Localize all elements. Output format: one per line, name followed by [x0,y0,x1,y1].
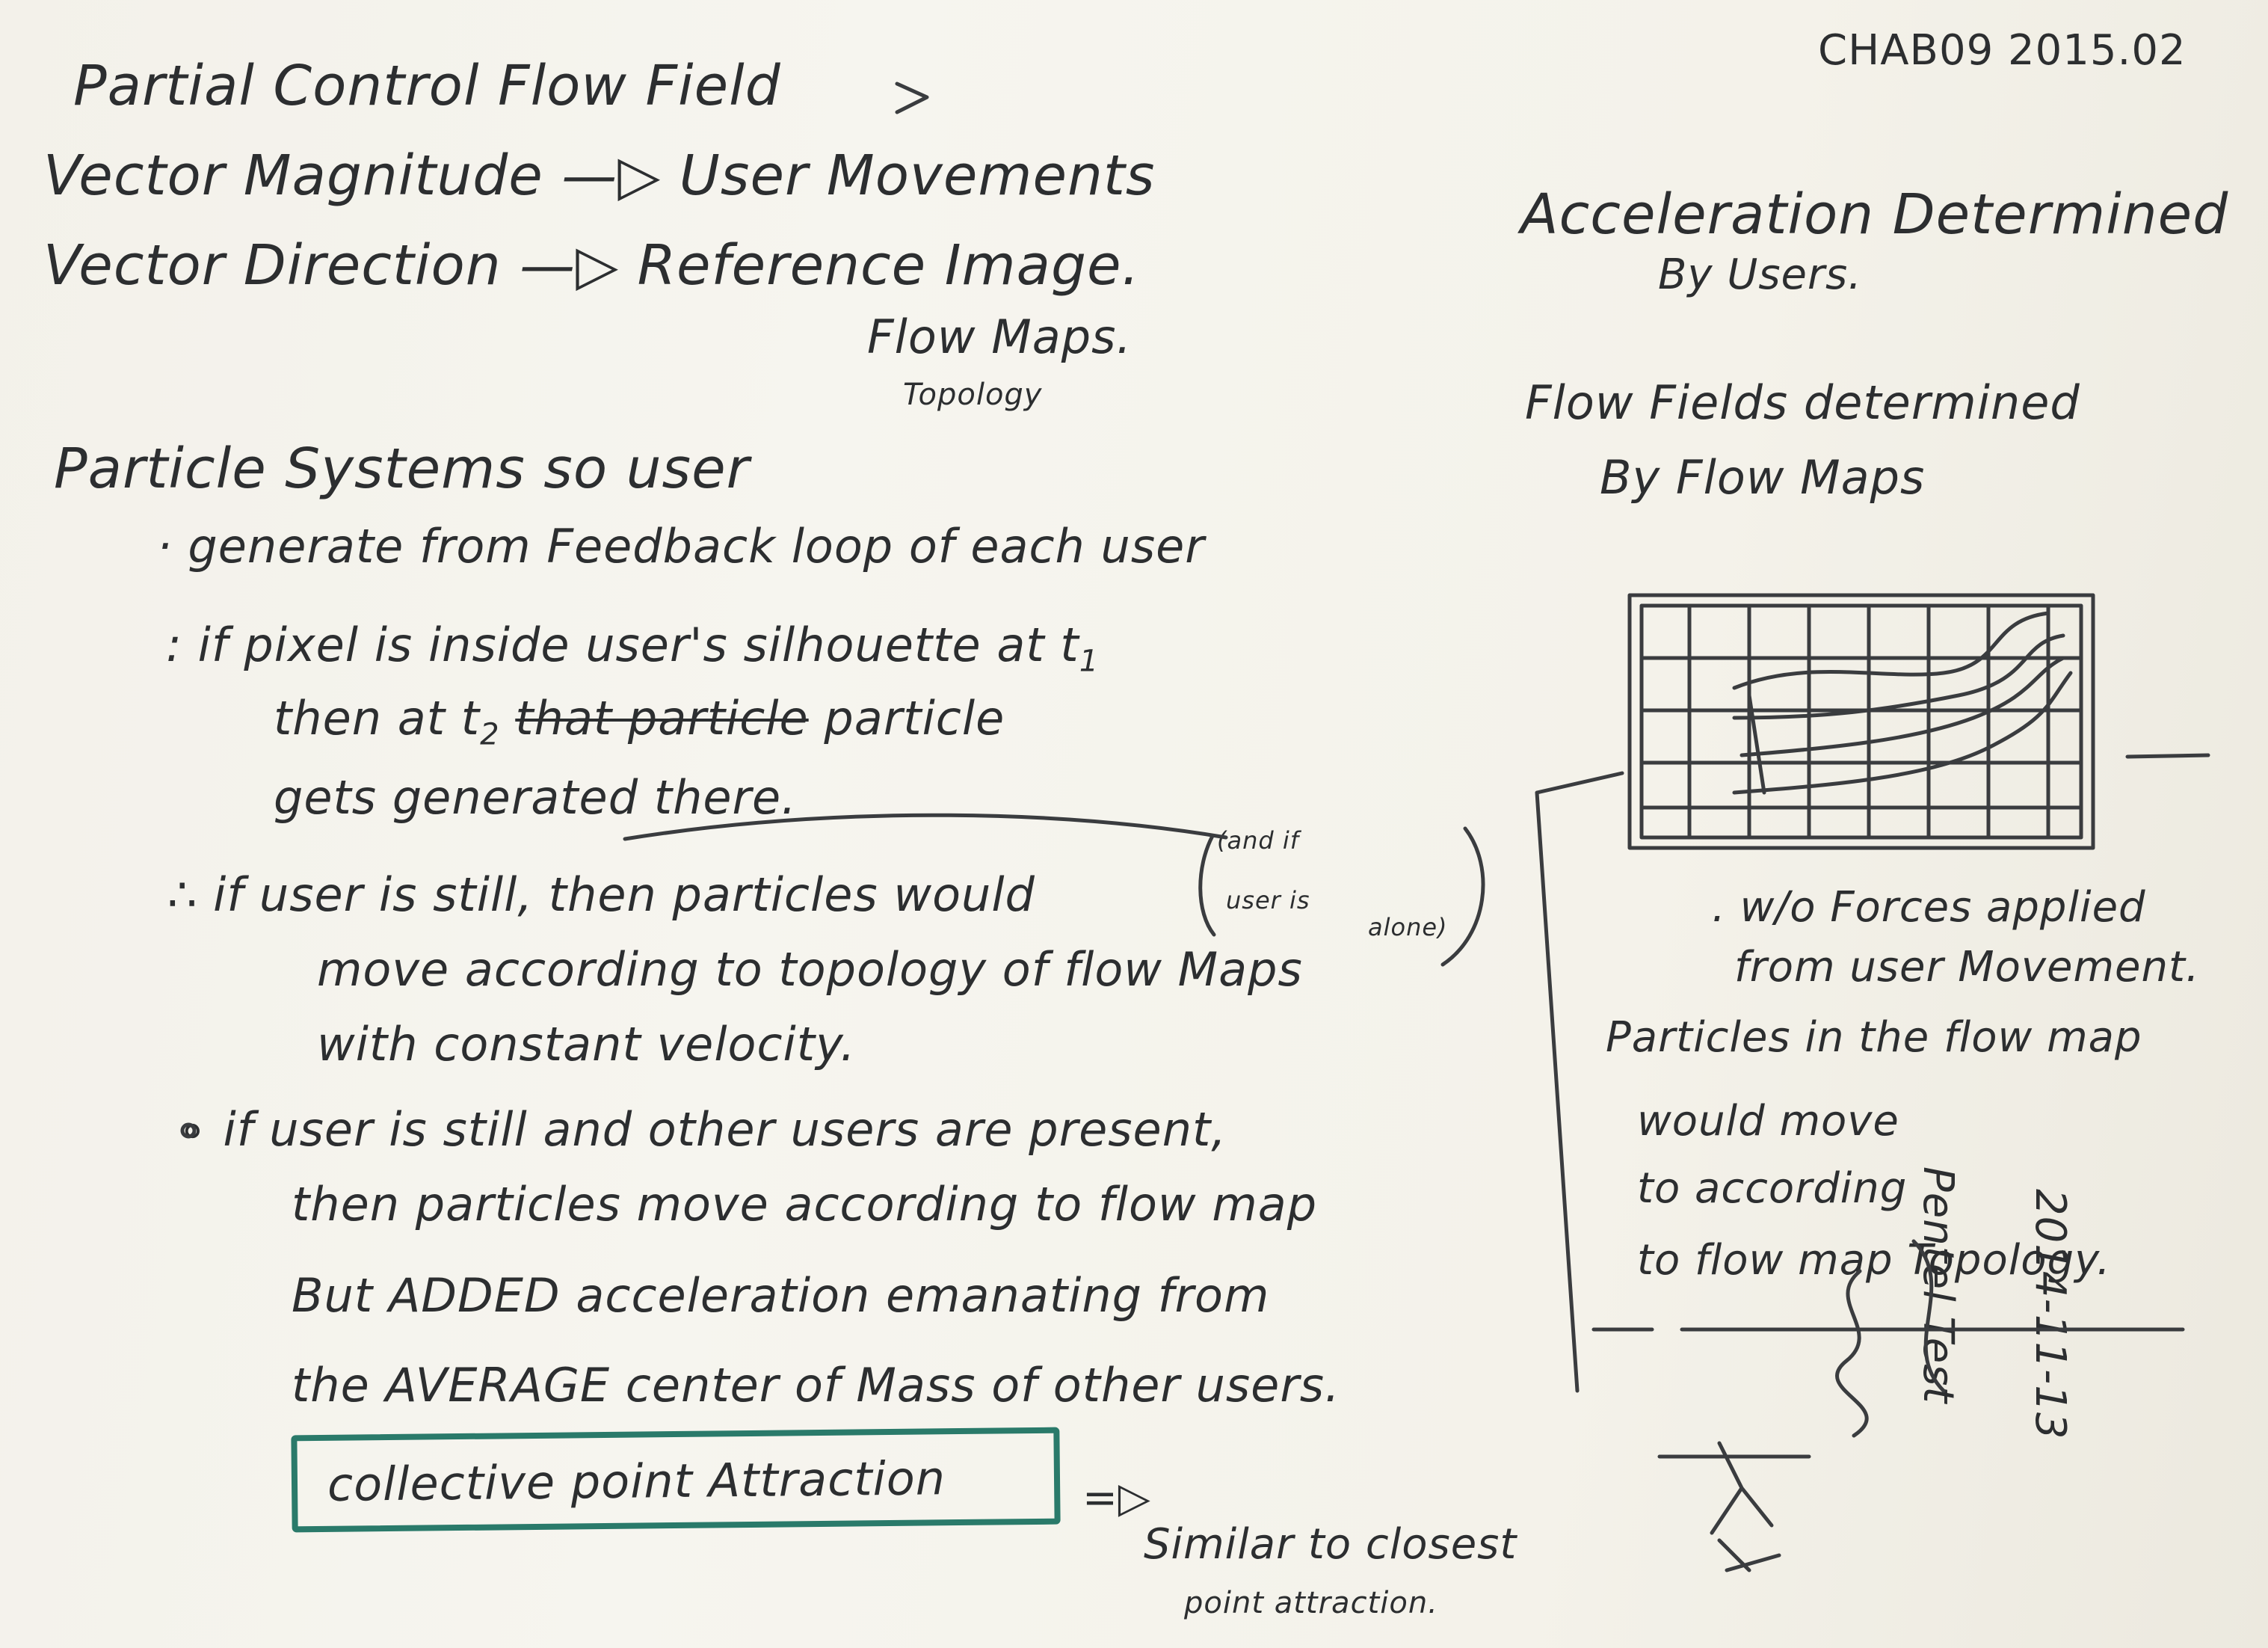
flowfield-note-line1: Flow Fields determined [1525,375,2080,430]
sketch-note-line5: to according [1637,1164,1908,1213]
author-date: CHAB09 2015.02 [1818,26,2187,75]
flow-map-grid-vertical [1687,603,2050,840]
sketch-note-line6: to flow map Topology. [1637,1236,2111,1285]
bullet3-line2: move according to topology of flow Maps [317,942,1303,997]
flowfield-note-line2: By Flow Maps [1600,450,1926,505]
bullet2-line3: gets generated there. [274,770,797,825]
signature-squiggle-1 [1835,1269,1869,1438]
bullet4-line4: the AVERAGE center of Mass of other user… [292,1358,1340,1412]
flow-map-frame [1627,593,2095,850]
particles-heading: Particle Systems so user [54,437,751,501]
aside-paren-right [1440,826,1485,967]
bullet3-line1: ∴ if user is still, then particles would [167,867,1035,922]
aside-connector [623,813,1228,841]
intro-line-direction: Vector Direction —▷ Reference Image. [43,233,1141,298]
sketch-note-line2: from user Movement. [1734,943,2200,991]
flow-line-3 [1739,656,2065,757]
flow-line-1 [1732,611,2050,690]
sketch-bracket-left [1535,771,1624,1393]
bullet3-line3: with constant velocity. [317,1017,856,1071]
sketch-note-line1: . w/o Forces applied [1712,883,2146,932]
flow-line-4 [1732,671,2073,795]
bullet2-subscript-2: 2 [480,717,500,752]
bullet2-line1: : if pixel is inside user's silhouette a… [166,618,1100,679]
bullet4-line1: ∘ if user is still and other users are p… [178,1102,1227,1157]
callout-arrow: =▷ [1082,1474,1151,1522]
arrow-icon-1 [895,82,929,114]
intro-line-topology: Topology [903,378,1043,412]
struck-out-text: that particle [515,691,809,745]
sketch-note-line3: Particles in the flow map [1606,1013,2142,1062]
aside-paren-left [1198,834,1216,937]
intro-line-magnitude: Vector Magnitude —▷ User Movements [43,144,1156,208]
bullet2-subscript-1: 1 [1079,644,1100,679]
bullet3-aside-line1: (and if [1217,826,1300,855]
intro-line-flowmaps: Flow Maps. [867,310,1133,364]
callout-note-line2: point attraction. [1184,1586,1438,1620]
bullet2-line2: then at t2 that particle particle [274,691,1005,752]
flow-marker [1747,693,1766,795]
bullet3-aside-line3: alone) [1368,913,1448,941]
sketch-note-line4: would move [1637,1097,1899,1146]
page-title: Partial Control Flow Field [73,54,781,118]
accel-note-line1: Acceleration Determined [1520,182,2229,247]
signature-squiggle-2 [1911,1239,1946,1393]
accel-note-line2: By Users. [1658,250,1862,299]
bullet3-aside-line2: user is [1226,886,1310,914]
sketch-bracket-right [2125,753,2210,759]
doodle-figure [1657,1441,1811,1572]
flow-map-inner-frame [1639,603,2083,840]
callout-note-line1: Similar to closest [1144,1520,1517,1569]
flow-line-2 [1732,633,2065,720]
bullet-circle-icon [180,1122,197,1139]
bullet4-line2: then particles move according to flow ma… [292,1177,1318,1232]
bullet4-line3: But ADDED acceleration emanating from [292,1268,1270,1323]
bullet1-line: · generate from Feedback loop of each us… [157,519,1205,574]
